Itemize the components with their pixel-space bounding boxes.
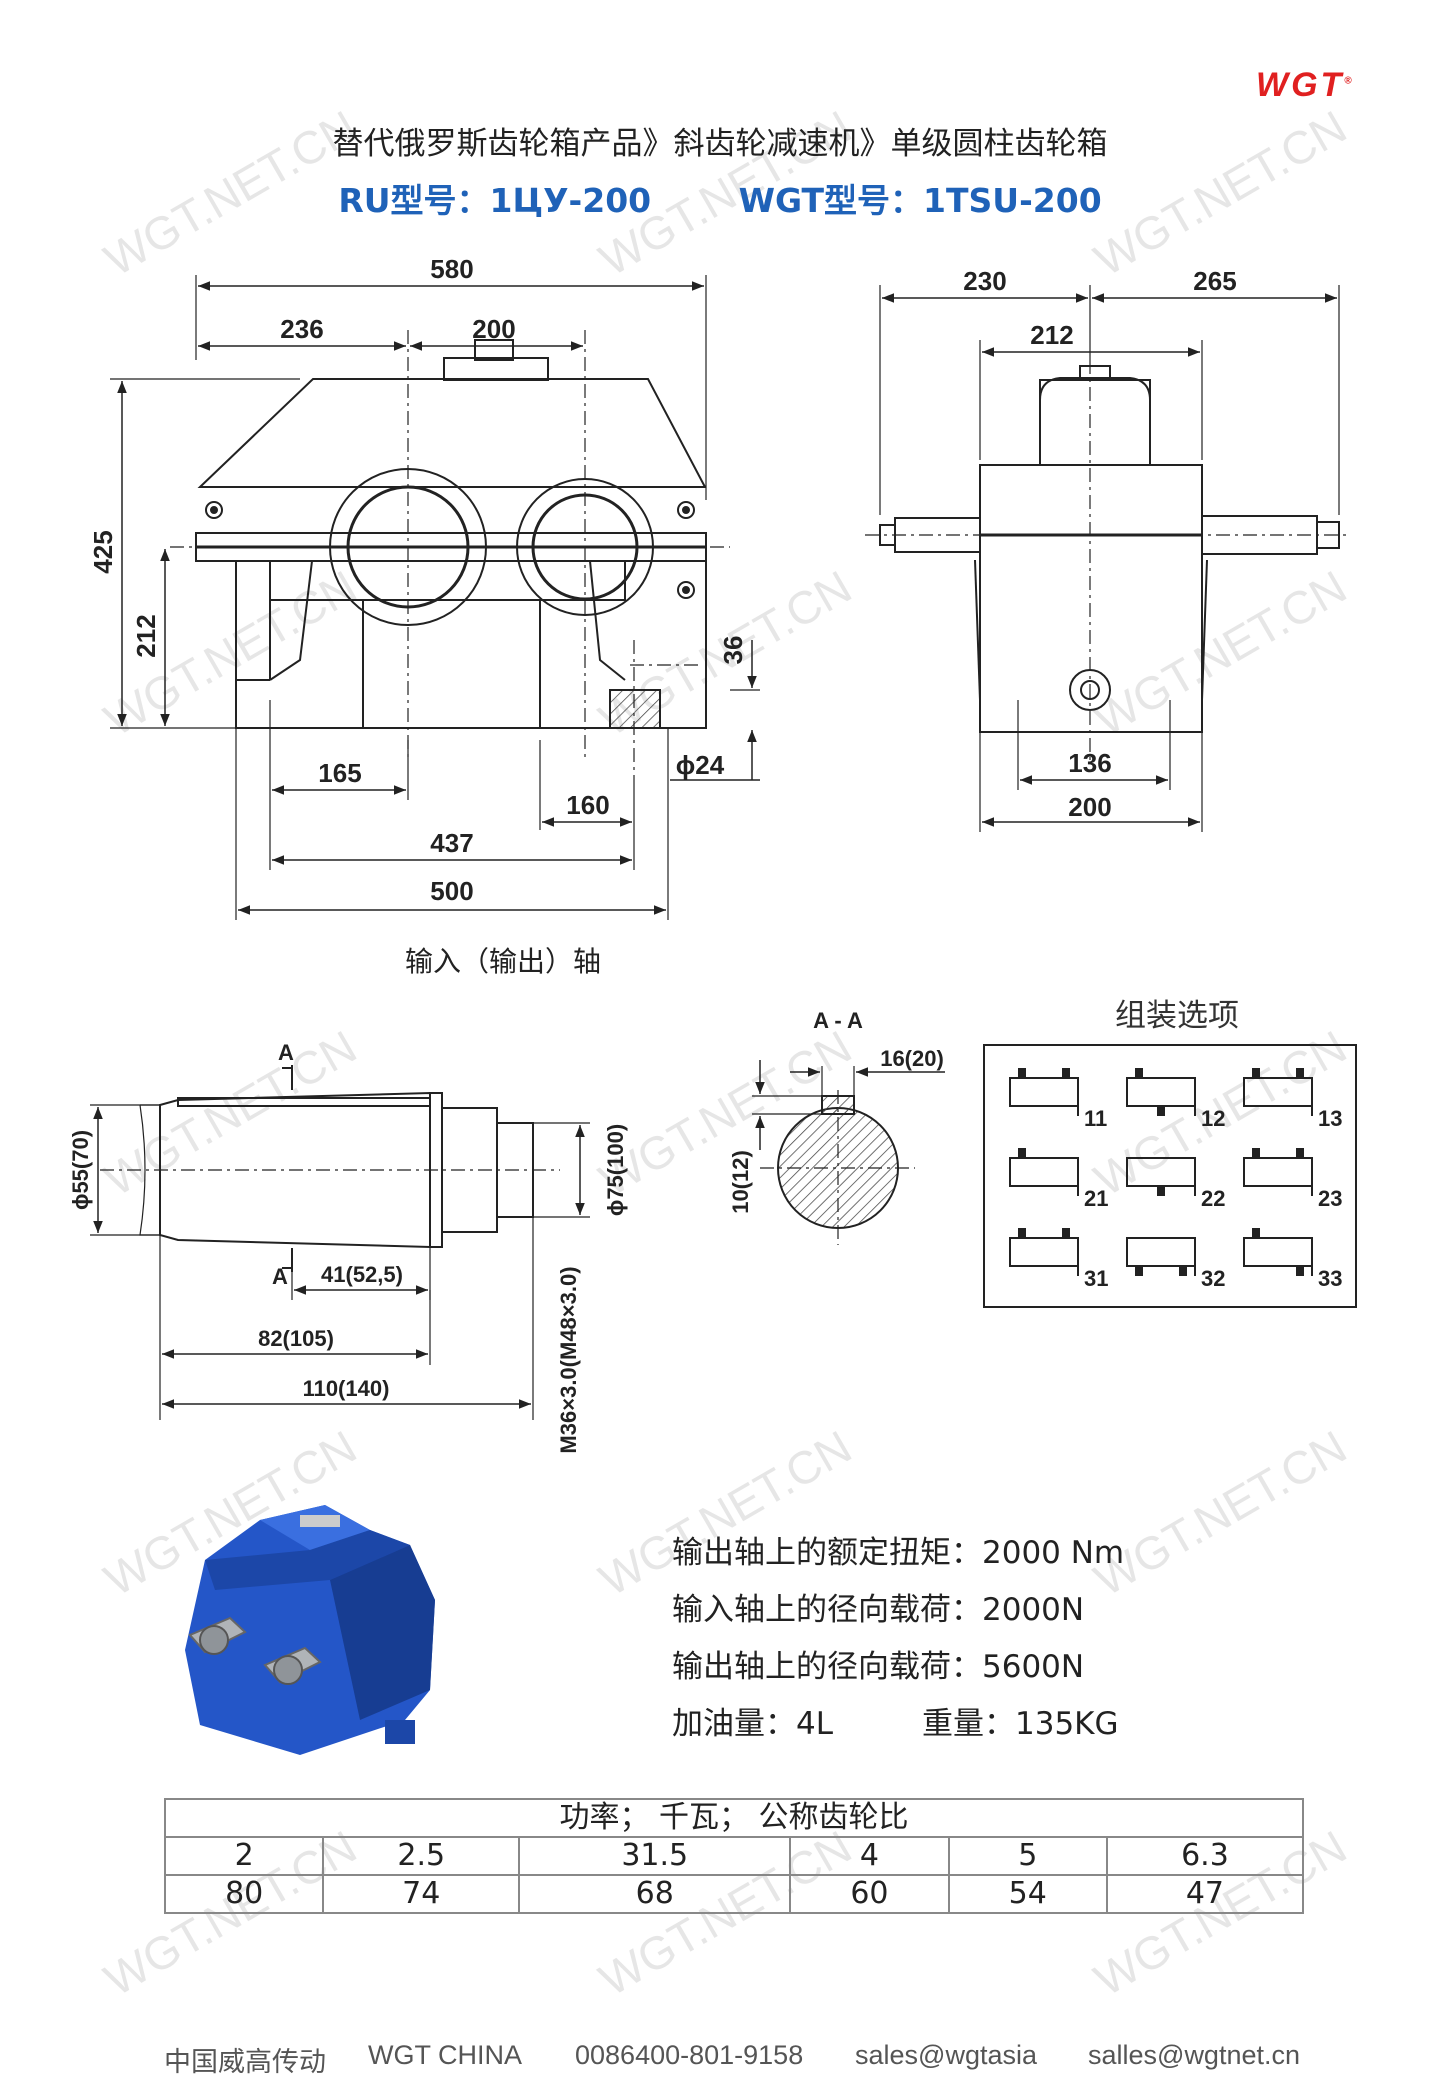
section-title: A - A — [813, 1008, 863, 1033]
option-label: 23 — [1318, 1186, 1342, 1211]
assembly-title: 组装选项 — [1115, 998, 1239, 1034]
spec-value: 5600N — [982, 1649, 1085, 1685]
dim-key-len: 41(52,5) — [321, 1262, 403, 1287]
spec-label: 输出轴上的径向载荷： — [672, 1649, 982, 1685]
side-view-dims: 230 265 212 136 200 — [963, 266, 1236, 822]
dim-height: 425 — [88, 530, 118, 573]
ratio-cell: 6.3 — [1105, 1836, 1305, 1876]
side-view — [865, 285, 1350, 832]
option-label: 31 — [1084, 1266, 1108, 1291]
dim-bolt-hole: ϕ24 — [676, 750, 725, 780]
option-label: 11 — [1084, 1106, 1107, 1131]
spec-label: 加油量： — [672, 1706, 796, 1742]
dim-side-body: 212 — [1030, 320, 1073, 350]
power-cell: 80 — [163, 1874, 325, 1914]
product-photo — [185, 1505, 435, 1755]
option-label: 21 — [1084, 1186, 1108, 1211]
spec-input-radial: 输入轴上的径向载荷：2000N — [672, 1584, 1084, 1629]
dim-foot-b: 160 — [566, 790, 609, 820]
dim-bolt-span: 136 — [1068, 748, 1111, 778]
spec-value: 4L — [796, 1706, 833, 1742]
dim-key-width: 16(20) — [880, 1046, 944, 1071]
power-cell: 74 — [322, 1874, 521, 1914]
footer-phone[interactable]: 0086400-801-9158 — [575, 2040, 804, 2070]
dim-total-width: 580 — [430, 254, 473, 284]
dim-foot-thickness: 36 — [718, 636, 748, 665]
wgt-logo: WGT® — [1256, 66, 1352, 104]
ratio-cell: 2 — [163, 1836, 325, 1876]
ratio-power-table: 功率； 千瓦； 公称齿轮比 2 2.5 31.5 4 5 6.3 80 74 6… — [163, 1798, 1305, 1914]
section-marker-top: A — [278, 1040, 294, 1065]
ratio-cell: 4 — [789, 1836, 950, 1876]
model-line: RU型号：1ЦУ-200 WGT型号：1TSU-200 — [0, 174, 1440, 222]
power-cell: 54 — [947, 1874, 1108, 1914]
dim-base-width: 200 — [1068, 792, 1111, 822]
table-header-row: 功率； 千瓦； 公称齿轮比 — [164, 1798, 1304, 1838]
spec-output-torque: 输出轴上的额定扭矩：2000 Nm — [672, 1527, 1124, 1572]
option-label: 32 — [1201, 1266, 1225, 1291]
ru-model: RU型号：1ЦУ-200 — [338, 181, 652, 220]
table-header: 功率； 千瓦； 公称齿轮比 — [164, 1798, 1304, 1838]
spec-value: 135KG — [1015, 1706, 1119, 1742]
dim-total-len: 110(140) — [303, 1376, 390, 1401]
shaft-dims: A A ϕ55(70) ϕ75(100) 41(52,5) 82(105) 11… — [68, 1040, 628, 1454]
spec-label: 输出轴上的额定扭矩： — [672, 1535, 982, 1571]
wgt-model: WGT型号：1TSU-200 — [738, 181, 1102, 220]
table-row: 2 2.5 31.5 4 5 6.3 — [163, 1836, 1305, 1876]
page-title: 替代俄罗斯齿轮箱产品》斜齿轮减速机》单级圆柱齿轮箱 — [332, 126, 1108, 162]
dim-side-left: 230 — [963, 266, 1006, 296]
spec-weight: 重量：135KG — [922, 1698, 1119, 1743]
option-label: 33 — [1318, 1266, 1342, 1291]
front-view-dims: 580 236 200 425 212 36 ϕ24 165 160 437 5… — [88, 254, 748, 906]
dim-thread: M36×3.0(M48×3.0) — [556, 1266, 581, 1453]
dim-foot-a: 165 — [318, 758, 361, 788]
power-cell: 47 — [1105, 1874, 1305, 1914]
dim-foot-span: 437 — [430, 828, 473, 858]
footer-company-en: WGT CHINA — [368, 2040, 522, 2070]
table-row: 80 74 68 60 54 47 — [163, 1874, 1305, 1914]
assembly-options — [983, 1044, 1357, 1308]
dim-side-right: 265 — [1193, 266, 1236, 296]
ratio-cell: 31.5 — [518, 1836, 792, 1876]
spec-label: 重量： — [922, 1706, 1015, 1742]
spec-value: 2000N — [982, 1592, 1085, 1628]
dim-shaft-dia: ϕ55(70) — [68, 1130, 93, 1210]
shaft-detail — [90, 1065, 590, 1420]
option-label: 22 — [1201, 1186, 1225, 1211]
dim-base-length: 500 — [430, 876, 473, 906]
option-label: 13 — [1318, 1106, 1342, 1131]
footer-email-2[interactable]: salles@wgtnet.cn — [1088, 2040, 1301, 2070]
section-aa — [752, 1060, 945, 1245]
section-marker-bottom: A — [272, 1264, 288, 1289]
footer-company-cn: 中国威高传动 — [164, 2047, 326, 2077]
power-cell: 68 — [518, 1874, 792, 1914]
spec-label: 输入轴上的径向载荷： — [672, 1592, 982, 1628]
dim-cone-len: 82(105) — [258, 1326, 334, 1351]
spec-value: 2000 Nm — [982, 1535, 1125, 1571]
assembly-option-labels: 11 12 13 21 22 23 31 32 33 — [1084, 1106, 1342, 1291]
spec-output-radial: 输出轴上的径向载荷：5600N — [672, 1641, 1084, 1686]
section-aa-labels: A - A 16(20) 10(12) — [728, 1008, 944, 1214]
dim-key-depth: 10(12) — [728, 1150, 753, 1214]
power-cell: 60 — [789, 1874, 950, 1914]
dim-center-distance: 200 — [472, 314, 515, 344]
dim-shaft-height: 212 — [131, 614, 161, 657]
footer-email-1[interactable]: sales@wgtasia — [855, 2040, 1037, 2070]
option-label: 12 — [1201, 1106, 1225, 1131]
ratio-cell: 5 — [947, 1836, 1108, 1876]
dim-left-offset: 236 — [280, 314, 323, 344]
ratio-cell: 2.5 — [322, 1836, 521, 1876]
dim-thread-dia: ϕ75(100) — [603, 1124, 628, 1216]
shaft-caption: 输入（输出）轴 — [405, 945, 602, 978]
front-view — [110, 275, 760, 920]
spec-oil: 加油量：4L — [672, 1698, 833, 1743]
